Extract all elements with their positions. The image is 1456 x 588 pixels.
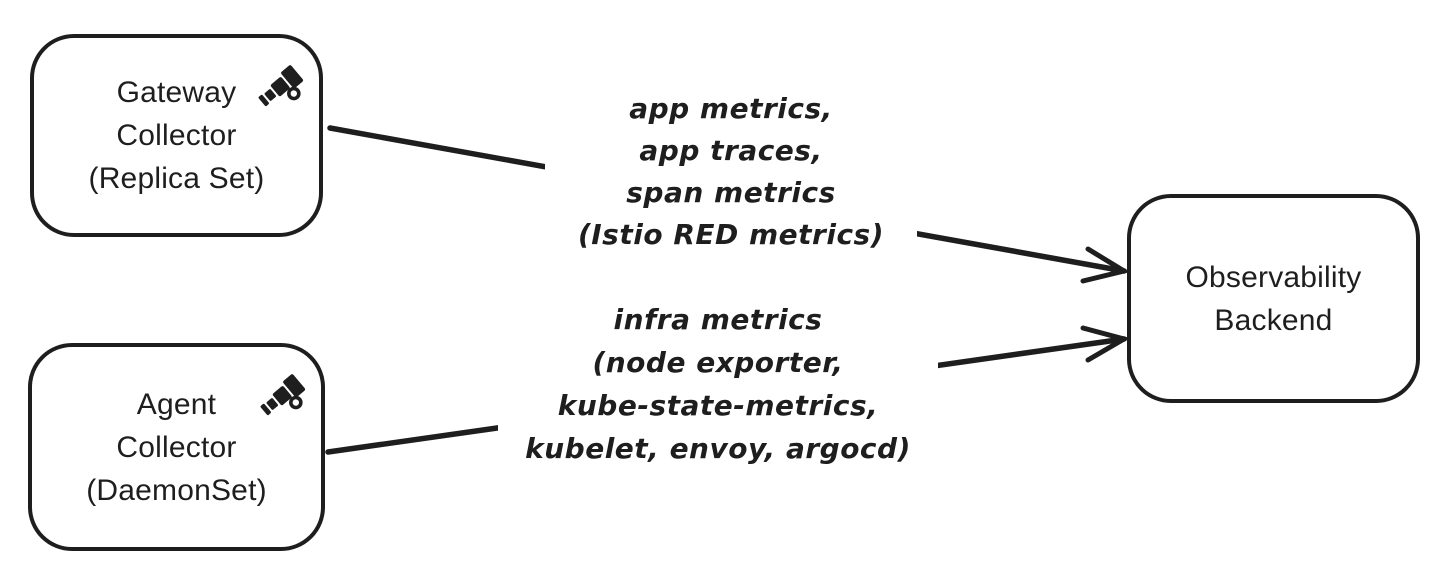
edge-label-line: (node exporter,: [592, 346, 844, 379]
edge-label-line: app metrics,: [629, 92, 833, 125]
edge-label-agent-to-backend[interactable]: infra metrics (node exporter, kube-state…: [498, 296, 938, 472]
node-label-line: Backend: [1214, 303, 1333, 337]
node-agent-label: Agent Collector (DaemonSet): [86, 383, 267, 512]
node-label-line: Gateway: [116, 76, 237, 109]
node-label-line: (Replica Set): [88, 162, 265, 195]
edge-label-line: kubelet, envoy, argocd): [525, 432, 911, 465]
edge-label-line: app traces,: [639, 134, 823, 167]
node-gateway-label: Gateway Collector (Replica Set): [89, 71, 265, 200]
node-label-line: (DaemonSet): [86, 473, 267, 507]
node-label-line: Collector: [116, 119, 237, 152]
node-observability-backend[interactable]: Observability Backend: [1127, 194, 1420, 403]
node-label-line: Collector: [116, 430, 237, 464]
telescope-icon: [255, 60, 307, 112]
telescope-icon: [257, 369, 309, 421]
edge-label-line: span metrics: [626, 176, 836, 209]
arrow-head-icon: [1080, 246, 1131, 284]
node-backend-label: Observability Backend: [1186, 256, 1362, 342]
node-gateway-collector[interactable]: Gateway Collector (Replica Set): [30, 34, 323, 237]
node-label-line: Agent: [136, 387, 217, 421]
node-label-line: Observability: [1185, 260, 1362, 294]
edge-label-line: infra metrics: [613, 303, 823, 336]
node-agent-collector[interactable]: Agent Collector (DaemonSet): [28, 343, 325, 551]
edge-label-gateway-to-backend[interactable]: app metrics, app traces, span metrics (I…: [545, 86, 917, 258]
arrow-head-icon: [1080, 325, 1131, 363]
edge-label-line: (Istio RED metrics): [577, 218, 885, 251]
edge-label-line: kube-state-metrics,: [557, 389, 879, 422]
